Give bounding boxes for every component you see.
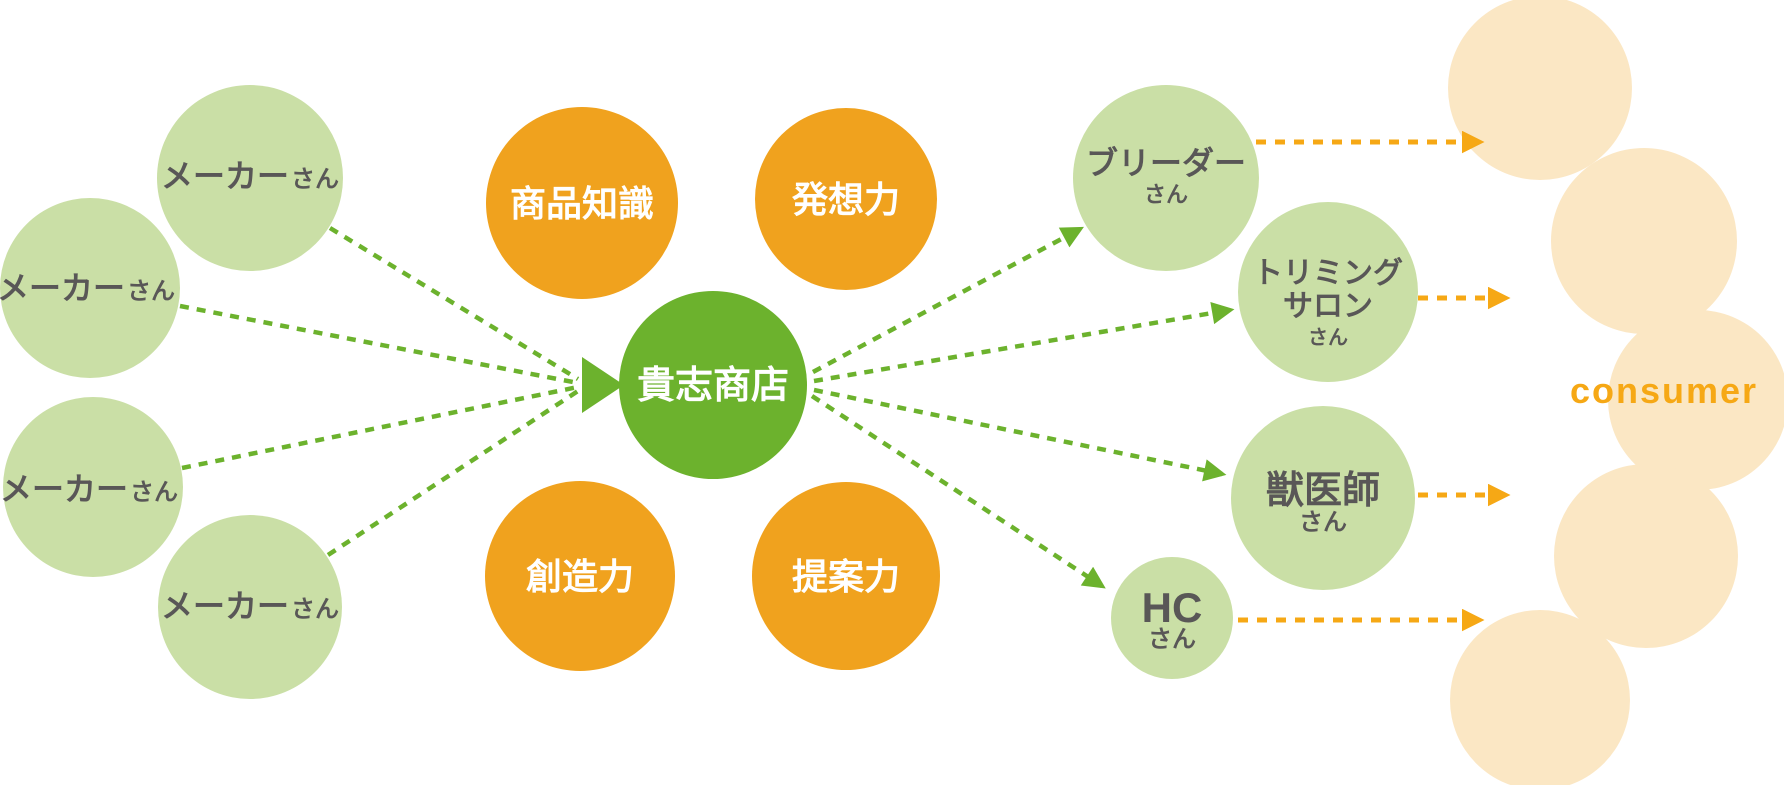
skill-label-imagination: 発想力 [792,179,900,220]
supplier-nodes: メーカーさん メーカーさん メーカーさん メーカーさん [0,85,343,699]
skill-circle-proposal [752,482,940,670]
breeder-label: ブリーダー [1086,145,1246,181]
maker-name-1: メーカー [161,158,289,194]
arrow-maker1-to-center [328,226,580,381]
center-label: 貴志商店 [637,365,789,407]
maker-circle-4 [158,515,342,699]
maker-suffix-1: さん [291,166,339,193]
consumer-circle-5 [1450,610,1630,785]
veterinarian-suffix: さん [1299,509,1347,536]
center-to-customer-arrows [810,226,1235,589]
maker-suffix-4: さん [291,596,339,623]
maker-label-1: メーカーさん [161,158,339,194]
consumer-label: consumer [1570,370,1758,411]
home-center-circle [1111,557,1233,679]
maker-name-2: メーカー [0,270,125,306]
home-center-suffix: さん [1148,626,1196,653]
home-center-label: HC [1142,584,1203,631]
skill-label-creativity: 創造力 [526,556,634,597]
maker-circle-1 [157,85,343,271]
supplier-to-center-arrows [179,226,624,557]
skill-label-proposal: 提案力 [792,556,900,597]
skill-nodes: 商品知識 発想力 創造力 提案力 [485,107,940,671]
skill-circle-product-knowledge [486,107,678,299]
maker-suffix-2: さん [127,278,175,305]
customer-to-consumer-arrows [1238,130,1511,632]
maker-circle-3 [3,397,183,577]
maker-label-2: メーカーさん [0,270,175,306]
maker-circle-2 [0,198,180,378]
arrow-center-to-trimming-salon [813,301,1235,384]
consumer-cluster: consumer [1448,0,1784,785]
skill-label-product-knowledge: 商品知識 [510,183,654,224]
trimming-salon-label-line2: サロン [1283,290,1373,323]
skill-circle-creativity [485,481,675,671]
consumer-circle-4 [1554,464,1738,648]
breeder-circle [1073,85,1259,271]
trimming-salon-suffix: さん [1308,326,1348,349]
center-node: 貴志商店 [619,291,807,479]
consumer-circle-2 [1551,148,1737,334]
trimming-salon-circle [1238,202,1418,382]
consumer-circle-3 [1608,310,1784,490]
trimming-salon-label-line1: トリミング [1253,257,1403,290]
maker-name-4: メーカー [161,588,289,624]
veterinarian-circle [1231,406,1415,590]
veterinarian-label: 獣医師 [1266,470,1380,512]
skill-circle-imagination [755,108,937,290]
arrow-center-to-home-center [810,394,1106,589]
maker-label-4: メーカーさん [161,588,339,624]
maker-name-3: メーカー [0,471,128,507]
consumer-circle-1 [1448,0,1632,180]
arrow-center-to-veterinarian [813,387,1227,482]
customer-nodes: ブリーダー さん トリミング サロン さん 獣医師 さん HC さん [1073,85,1418,679]
breeder-suffix: さん [1144,182,1188,207]
maker-label-3: メーカーさん [0,471,178,507]
maker-suffix-3: さん [130,479,178,506]
center-inbound-arrowhead-icon [582,357,624,413]
center-circle [619,291,807,479]
